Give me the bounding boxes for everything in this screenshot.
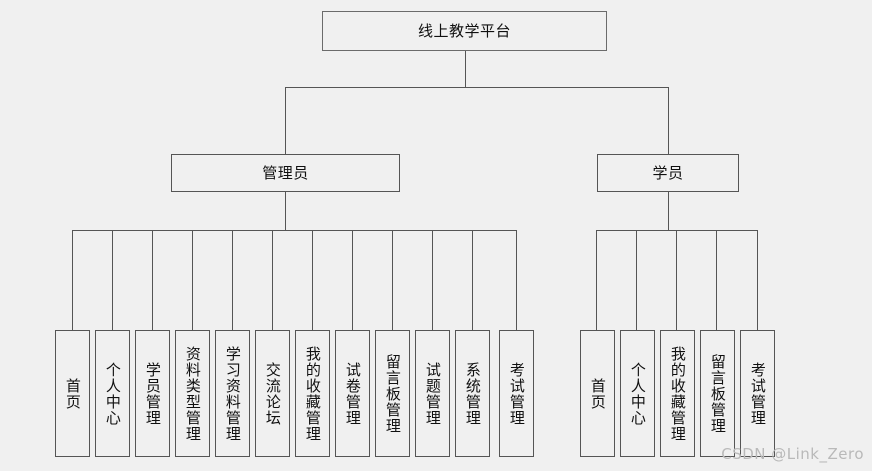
connector-student-leaf-drop-2 — [636, 230, 637, 330]
node-branch-admin-label: 管理员 — [262, 163, 309, 182]
connector-admin-leaf-drop-6 — [272, 230, 273, 330]
node-leaf-admin-7-label: 我的收藏管理 — [303, 345, 322, 442]
connector-admin-leaf-drop-2 — [112, 230, 113, 330]
node-leaf-admin-4-label: 资料类型管理 — [183, 345, 202, 442]
node-leaf-admin-1[interactable]: 首页 — [55, 330, 90, 457]
node-leaf-admin-3[interactable]: 学员管理 — [135, 330, 170, 457]
connector-admin-leaf-drop-8 — [352, 230, 353, 330]
connector-admin-leaf-drop-11 — [472, 230, 473, 330]
connector-level2-bus — [285, 87, 669, 88]
connector-student-leaf-drop-3 — [676, 230, 677, 330]
connector-drop-admin — [285, 87, 286, 154]
connector-admin-leaf-drop-4 — [192, 230, 193, 330]
node-leaf-student-1[interactable]: 首页 — [580, 330, 615, 457]
connector-admin-stem — [285, 192, 286, 230]
connector-admin-leaf-drop-10 — [432, 230, 433, 330]
connector-student-leaf-drop-5 — [757, 230, 758, 330]
node-leaf-admin-10[interactable]: 试题管理 — [415, 330, 450, 457]
node-leaf-admin-8[interactable]: 试卷管理 — [335, 330, 370, 457]
connector-admin-leaf-drop-5 — [232, 230, 233, 330]
node-leaf-student-1-label: 首页 — [588, 377, 607, 410]
node-leaf-admin-12-label: 考试管理 — [507, 361, 526, 426]
node-leaf-admin-6-label: 交流论坛 — [263, 361, 282, 426]
node-leaf-student-3-label: 我的收藏管理 — [668, 345, 687, 442]
node-leaf-student-5[interactable]: 考试管理 — [740, 330, 775, 457]
node-leaf-student-4-label: 留言板管理 — [708, 353, 727, 434]
connector-admin-leaf-drop-12 — [516, 230, 517, 330]
node-branch-student[interactable]: 学员 — [597, 154, 739, 192]
node-leaf-admin-2-label: 个人中心 — [103, 361, 122, 426]
node-leaf-student-5-label: 考试管理 — [748, 361, 767, 426]
node-leaf-admin-2[interactable]: 个人中心 — [95, 330, 130, 457]
node-leaf-student-3[interactable]: 我的收藏管理 — [660, 330, 695, 457]
node-leaf-admin-5[interactable]: 学习资料管理 — [215, 330, 250, 457]
node-leaf-admin-6[interactable]: 交流论坛 — [255, 330, 290, 457]
node-root-label: 线上教学平台 — [417, 21, 511, 40]
connector-root-drop — [465, 51, 466, 88]
node-leaf-student-4[interactable]: 留言板管理 — [700, 330, 735, 457]
node-root-platform[interactable]: 线上教学平台 — [322, 11, 607, 51]
node-leaf-admin-10-label: 试题管理 — [423, 361, 442, 426]
connector-admin-leaf-drop-7 — [312, 230, 313, 330]
connector-drop-student — [668, 87, 669, 154]
node-leaf-admin-8-label: 试卷管理 — [343, 361, 362, 426]
node-leaf-admin-3-label: 学员管理 — [143, 361, 162, 426]
node-leaf-admin-7[interactable]: 我的收藏管理 — [295, 330, 330, 457]
node-leaf-admin-11[interactable]: 系统管理 — [455, 330, 490, 457]
node-leaf-admin-11-label: 系统管理 — [463, 361, 482, 426]
connector-student-leaf-drop-1 — [596, 230, 597, 330]
connector-admin-leaf-drop-3 — [152, 230, 153, 330]
node-leaf-admin-12[interactable]: 考试管理 — [499, 330, 534, 457]
node-leaf-admin-9-label: 留言板管理 — [383, 353, 402, 434]
node-leaf-admin-4[interactable]: 资料类型管理 — [175, 330, 210, 457]
node-leaf-admin-9[interactable]: 留言板管理 — [375, 330, 410, 457]
node-leaf-admin-1-label: 首页 — [63, 377, 82, 410]
connector-admin-leaf-drop-1 — [72, 230, 73, 330]
watermark-text: CSDN @Link_Zero — [721, 445, 864, 463]
node-branch-admin[interactable]: 管理员 — [171, 154, 400, 192]
connector-student-bus — [596, 230, 758, 231]
connector-student-stem — [668, 192, 669, 230]
connector-student-leaf-drop-4 — [716, 230, 717, 330]
node-branch-student-label: 学员 — [652, 163, 684, 182]
node-leaf-admin-5-label: 学习资料管理 — [223, 345, 242, 442]
node-leaf-student-2[interactable]: 个人中心 — [620, 330, 655, 457]
node-leaf-student-2-label: 个人中心 — [628, 361, 647, 426]
connector-admin-leaf-drop-9 — [392, 230, 393, 330]
connector-admin-bus — [72, 230, 516, 231]
